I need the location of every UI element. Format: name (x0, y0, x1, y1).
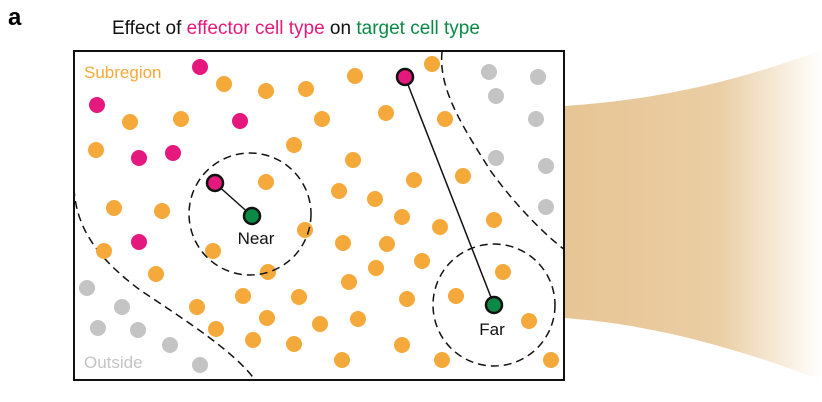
subregion-cell (314, 111, 330, 127)
outside-cell (90, 320, 106, 336)
outside-cell (488, 150, 504, 166)
outside-cell (79, 280, 95, 296)
far-radius (432, 243, 556, 367)
far-target-cell (484, 295, 504, 315)
outside-cell (192, 357, 208, 373)
subregion-cell (399, 291, 415, 307)
subregion-frame (73, 50, 565, 381)
subregion-boundary-right (440, 51, 564, 251)
subregion-cell (378, 105, 394, 121)
subregion-cell (291, 289, 307, 305)
subregion-cell (245, 332, 261, 348)
subregion-cell (189, 299, 205, 315)
near-target-cell (242, 206, 262, 226)
subregion-cell (297, 222, 313, 238)
outside-cell (528, 111, 544, 127)
effector-cell (131, 234, 147, 250)
subregion-cell (448, 288, 464, 304)
subregion-cell (368, 260, 384, 276)
subregion-cell (286, 336, 302, 352)
far-label: Far (479, 320, 505, 339)
subregion-cell (394, 337, 410, 353)
subregion-cell (312, 316, 328, 332)
subregion-boundary-left (74, 187, 256, 380)
subregion-cell (434, 352, 450, 368)
subregion-cell (345, 152, 361, 168)
subregion-cell (259, 310, 275, 326)
diagram-title: Effect of effector cell type on target c… (112, 18, 480, 40)
far-link (404, 76, 495, 306)
subregion-cell (208, 321, 224, 337)
near-radius (188, 152, 312, 276)
subregion-cell (394, 209, 410, 225)
subregion-cell (235, 288, 251, 304)
subregion-cell (258, 174, 274, 190)
zoom-funnel (564, 50, 822, 380)
subregion-cell (486, 212, 502, 228)
effector-cell (165, 145, 181, 161)
far-effector-cell (395, 67, 415, 87)
subregion-cell (379, 236, 395, 252)
subregion-cell (437, 111, 453, 127)
subregion-cell (543, 352, 559, 368)
subregion-cell (347, 68, 363, 84)
outside-cell (481, 64, 497, 80)
title-prefix: Effect of (112, 18, 187, 39)
subregion-cell (122, 114, 138, 130)
subregion-cell (205, 243, 221, 259)
subregion-cell (148, 266, 164, 282)
effector-cell (89, 97, 105, 113)
subregion-cell (260, 264, 276, 280)
subregion-cell (350, 311, 366, 327)
subregion-cell (258, 83, 274, 99)
effector-cell (232, 113, 248, 129)
title-target: target cell type (356, 18, 480, 39)
subregion-cell (335, 235, 351, 251)
outside-cell (530, 69, 546, 85)
effector-cell (192, 59, 208, 75)
title-effector: effector cell type (186, 18, 325, 39)
effector-cell (131, 150, 147, 166)
boundaries (74, 51, 564, 380)
subregion-cell (286, 137, 302, 153)
panel-letter: a (8, 4, 22, 31)
subregion-cell (406, 172, 422, 188)
title-middle: on (324, 18, 357, 39)
subregion-cell (367, 191, 383, 207)
subregion-cell (414, 253, 430, 269)
subregion-cell (495, 264, 511, 280)
subregion-cell (154, 203, 170, 219)
subregion-label: Subregion (84, 63, 162, 82)
subregion-cell (106, 200, 122, 216)
subregion-cell (173, 111, 189, 127)
subregion-cell (334, 352, 350, 368)
subregion-cell (424, 56, 440, 72)
subregion-cell (331, 183, 347, 199)
subregion-cell (521, 313, 537, 329)
subregion-cell (432, 219, 448, 235)
subregion-cell (455, 168, 471, 184)
outside-cell (538, 199, 554, 215)
outside-cell (130, 322, 146, 338)
outside-label: Outside (84, 353, 143, 372)
subregion-cell (88, 142, 104, 158)
near-effector-cell (205, 173, 225, 193)
subregion-cell (298, 81, 314, 97)
outside-cell (538, 158, 554, 174)
subregion-cell (216, 76, 232, 92)
near-label: Near (238, 229, 275, 248)
outside-cell (162, 337, 178, 353)
subregion-cell (96, 243, 112, 259)
cells (79, 56, 559, 373)
outside-cell (114, 299, 130, 315)
outside-cell (488, 88, 504, 104)
subregion-cell (341, 274, 357, 290)
